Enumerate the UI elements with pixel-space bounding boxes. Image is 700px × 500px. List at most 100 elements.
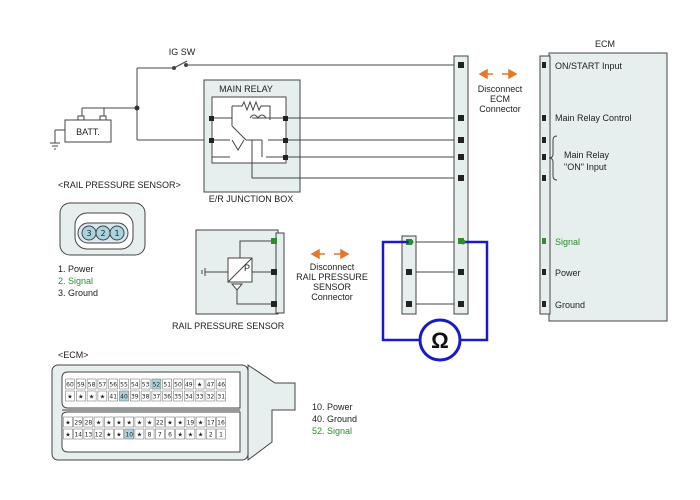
ecm-pin-cell <box>76 390 86 402</box>
ecm-pin-cell <box>73 428 83 440</box>
ecm-pin-cell <box>185 428 196 440</box>
ecm-pin-cell <box>216 390 226 402</box>
ecm-pin-cell <box>130 378 140 390</box>
ecm-pin-label: 29 <box>74 420 82 427</box>
ecm-pin-label: ★ <box>116 420 121 427</box>
ecm-pin-label: 31 <box>217 394 225 401</box>
ecm-pin-label: 12 <box>95 432 103 439</box>
ig-switch-label: IG SW <box>169 47 196 57</box>
sensor-connector-face: 3 2 1 <box>59 202 146 256</box>
ecm-pin-cell <box>165 428 175 440</box>
ground-symbol <box>50 142 60 150</box>
ecm-pin-label: 49 <box>185 382 193 389</box>
ohmmeter <box>418 318 462 362</box>
ecm-pin-label: ★ <box>198 420 203 427</box>
ecm-pin-cell <box>124 428 134 440</box>
relay-internals <box>212 100 286 158</box>
ecm-pin-cell <box>205 378 216 390</box>
ecm-pin-label: ★ <box>106 432 111 439</box>
ecm-pin-cell <box>165 416 175 428</box>
ecm-pin-cell <box>195 428 206 440</box>
ecm-pin-label: 52 <box>153 382 161 389</box>
sensor-pin-1 <box>109 225 125 241</box>
ecm-pin-cell <box>97 390 108 402</box>
ecm-pin-label: ★ <box>65 420 70 427</box>
ecm-pin-cell <box>173 390 183 402</box>
battery-label: BATT. <box>76 127 100 137</box>
junction-dot <box>134 105 140 111</box>
rail-pressure-sensor-schematic: P <box>195 229 285 315</box>
ecm-pin-label: 2 <box>209 432 213 439</box>
ecm-pin-label: 32 <box>207 394 215 401</box>
ecm-pin-cell <box>65 390 75 402</box>
ecm-pin-label: ★ <box>178 432 183 439</box>
ecm-pin-cell <box>206 416 216 428</box>
disconnect-ecm-arrow-icon <box>478 68 518 80</box>
ecm-pin-cell <box>86 390 97 402</box>
ecm-pin-cell <box>184 390 194 402</box>
ecm-pin-cell <box>175 428 185 440</box>
ecm-pin-cell <box>104 428 114 440</box>
ecm-pin-label: 41 <box>109 394 117 401</box>
ecm-pin-cell <box>76 378 86 390</box>
ecm-pin-cell <box>155 416 165 428</box>
ecm-pin-cell <box>205 390 216 402</box>
relay-pin-markers <box>209 116 288 160</box>
ecm-pin-cell <box>114 428 124 440</box>
ecm-pin-label: 37 <box>153 394 161 401</box>
ecm-pin-list-1: 10. Power <box>312 402 353 412</box>
ecm-pin-main-relay-on-2: "ON" Input <box>564 162 607 172</box>
ecm-pin-cell <box>195 416 206 428</box>
ecm-pin-cell <box>104 416 114 428</box>
ecm-pin-label: 60 <box>66 382 74 389</box>
ecm-pin-cell <box>162 390 172 402</box>
ecm-pin-label: 46 <box>217 382 225 389</box>
ecm-pin-label: ★ <box>116 432 121 439</box>
ecm-pin-cell <box>216 378 226 390</box>
rps-title: <RAIL PRESSURE SENSOR> <box>58 180 181 190</box>
ecm-pin-cell <box>124 416 134 428</box>
ecm-pin-label: 1 <box>219 432 223 439</box>
ecm-pin-signal: Signal <box>555 237 580 247</box>
ecm-pin-label: 13 <box>85 432 93 439</box>
ecm-pin-label: ★ <box>65 432 70 439</box>
ecm-pin-label: ★ <box>197 382 202 389</box>
ecm-pin-cell <box>155 428 165 440</box>
ecm-pin-label: 40 <box>120 394 128 401</box>
ecm-connector-title: <ECM> <box>58 350 89 360</box>
ecm-pin-label: 14 <box>74 432 82 439</box>
disconnect-ecm-line2: ECM <box>490 94 510 104</box>
ecm-pin-label: ★ <box>67 394 72 401</box>
ecm-pin-power: Power <box>555 268 581 278</box>
ecm-pin-label: 55 <box>120 382 128 389</box>
ecm-pin-label: 33 <box>196 394 204 401</box>
ecm-pin-label: 54 <box>131 382 139 389</box>
ecm-pin-cell <box>119 390 129 402</box>
ecm-pin-label: ★ <box>96 420 101 427</box>
ecm-pin-main-relay-control: Main Relay Control <box>555 113 632 123</box>
ecm-pin-cell <box>86 378 97 390</box>
sensor-pin-3-label: 3 <box>86 229 91 238</box>
ecm-pin-cell <box>93 416 104 428</box>
ecm-pin-cell <box>83 428 94 440</box>
ecm-pin-cell <box>134 428 145 440</box>
ecm-pin-label: 35 <box>174 394 182 401</box>
ecm-pin-label: 58 <box>88 382 96 389</box>
ecm-pin-cell <box>216 416 226 428</box>
ecm-pin-cell <box>162 378 172 390</box>
main-relay-box <box>211 96 287 164</box>
ecm-pin-main-relay-on-1: Main Relay <box>564 150 610 160</box>
disconnect-rps-line2: RAIL PRESSURE <box>296 272 368 282</box>
ecm-pin-cell <box>108 378 118 390</box>
disconnect-rps-line4: Connector <box>311 292 353 302</box>
ecm-pin-cell <box>108 390 118 402</box>
ecm-pin-cell <box>97 378 108 390</box>
ecm-pin-cell <box>151 378 162 390</box>
disconnect-ecm-line1: Disconnect <box>478 84 523 94</box>
ecm-pin-label: ★ <box>167 420 172 427</box>
ecm-pin-cell <box>63 416 73 428</box>
sensor-pin-1-label: 1 <box>114 229 119 238</box>
